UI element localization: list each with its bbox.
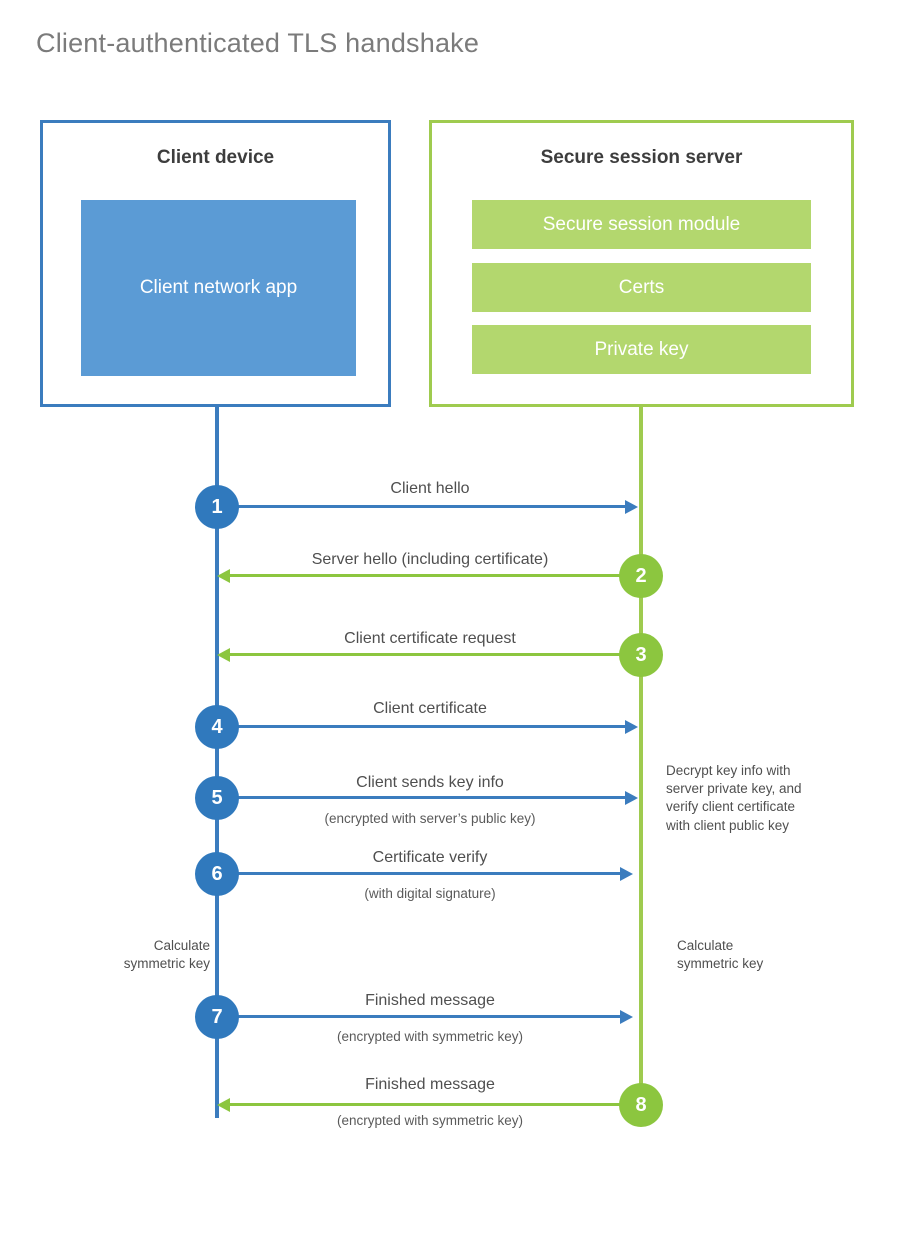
step-5-label: Client sends key info (356, 774, 504, 791)
step-7-label: Finished message (365, 992, 495, 1009)
step-7-arrow-head (620, 1010, 633, 1024)
client-device-title: Client device (156, 147, 275, 168)
note-decrypt-line-1: Decrypt key info with (666, 763, 791, 778)
client-device-panel: Client device Client network app (40, 120, 391, 407)
step-7-sublabel: (encrypted with symmetric key) (336, 1029, 524, 1044)
step-4-arrow-head (625, 720, 638, 734)
server-component-certs: Certs (472, 263, 811, 312)
page-title: Client-authenticated TLS handshake (36, 28, 480, 58)
step-6-circle[interactable]: 6 (195, 852, 239, 896)
step-6-arrow-head (620, 867, 633, 881)
step-5-arrow-line (217, 796, 625, 799)
step-2-arrow-head (217, 569, 230, 583)
step-1-circle[interactable]: 1 (195, 485, 239, 529)
server-lifeline (639, 404, 643, 1106)
step-5-circle[interactable]: 5 (195, 776, 239, 820)
note-decrypt-line-4: with client public key (666, 817, 790, 833)
step-8-label: Finished message (365, 1076, 495, 1093)
step-2-label: Server hello (including certificate) (311, 551, 549, 568)
note-calculate-symmetric-key-server: Calculate symmetric key (677, 937, 857, 973)
step-6-sublabel: (with digital signature) (364, 886, 496, 901)
client-network-app-block: Client network app (81, 200, 356, 376)
step-3-label: Client certificate request (344, 630, 516, 647)
client-lifeline (215, 404, 219, 1118)
step-2-circle[interactable]: 2 (619, 554, 663, 598)
step-8-sublabel: (encrypted with symmetric key) (336, 1113, 524, 1128)
note-decrypt-line-2: server private key, and (666, 781, 802, 797)
step-3-arrow-head (217, 648, 230, 662)
step-1-arrow-head (625, 500, 638, 514)
server-component-private-key: Private key (472, 325, 811, 374)
step-3-circle[interactable]: 3 (619, 633, 663, 677)
step-1-label: Client hello (390, 480, 470, 497)
step-7-arrow-line (217, 1015, 620, 1018)
step-7-circle[interactable]: 7 (195, 995, 239, 1039)
step-3-arrow-line (230, 653, 639, 656)
secure-session-server-panel: Secure session server Secure session mod… (429, 120, 854, 407)
step-8-arrow-line (230, 1103, 639, 1106)
note-decrypt-key-info: Decrypt key info with server private key… (666, 762, 846, 835)
step-4-circle[interactable]: 4 (195, 705, 239, 749)
note-decrypt-line-3: verify client certificate (666, 799, 796, 815)
step-8-circle[interactable]: 8 (619, 1083, 663, 1127)
secure-session-server-title: Secure session server (540, 147, 743, 168)
step-5-arrow-head (625, 791, 638, 805)
server-component-secure-session-module: Secure session module (472, 200, 811, 249)
step-6-arrow-line (217, 872, 620, 875)
step-4-arrow-line (217, 725, 625, 728)
step-8-arrow-head (217, 1098, 230, 1112)
note-calculate-symmetric-key-client: Calculate symmetric key (30, 937, 210, 973)
step-4-label: Client certificate (373, 700, 487, 717)
note-calc-server-line-1: Calculate (677, 938, 734, 953)
step-1-arrow-line (217, 505, 625, 508)
step-2-arrow-line (230, 574, 639, 577)
note-calc-server-line-2: symmetric key (677, 956, 764, 972)
note-calc-client-line-2: symmetric key (123, 956, 210, 972)
note-calc-client-line-1: Calculate (153, 938, 210, 953)
step-5-sublabel: (encrypted with server’s public key) (324, 811, 536, 826)
step-6-label: Certificate verify (372, 849, 488, 866)
